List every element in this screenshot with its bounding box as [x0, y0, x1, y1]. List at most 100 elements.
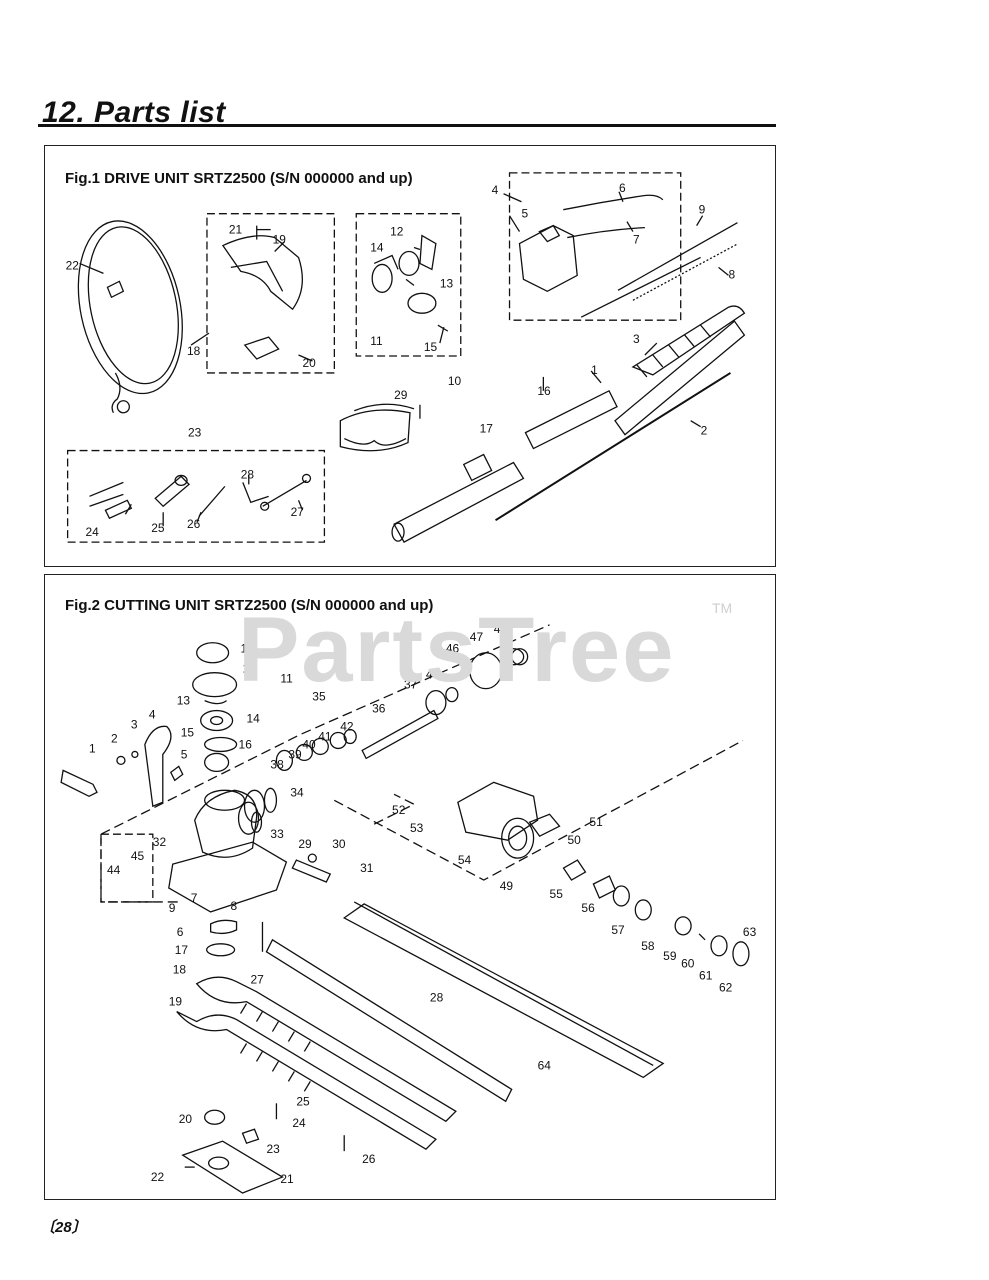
fig1-callout: 5: [521, 207, 528, 221]
fig2-callout: 10: [241, 642, 255, 656]
fig2-callout: 39: [288, 747, 302, 761]
fig2-callout: 20: [179, 1112, 193, 1126]
fig1-drawing: 1 2 3 4 5 6 7 8 9 10 11 12 13 14 15 16 1…: [66, 172, 746, 543]
fig2-callout: 56: [581, 901, 595, 915]
fig1-callout: 18: [187, 344, 201, 358]
title-rule: [38, 124, 776, 127]
right-gear-housing-drawing: [457, 781, 750, 967]
fig2-callout: 57: [611, 923, 625, 937]
fig1-callout: 2: [701, 424, 708, 438]
fig2-callout: 47: [470, 630, 484, 644]
fig1-callout: 20: [303, 356, 317, 370]
fig2-callout: 53: [410, 821, 424, 835]
fig1-caption: Fig.1 DRIVE UNIT SRTZ2500 (S/N 000000 an…: [65, 170, 413, 187]
bevel-gear-shaft-drawing: [243, 648, 529, 823]
fig2-callout: 7: [191, 891, 198, 905]
fig2-callout: 41: [318, 729, 332, 743]
fig2-callout: 55: [550, 887, 564, 901]
fig2-callout: 34: [290, 785, 304, 799]
fig2-callout: 43: [426, 668, 440, 682]
fig2-callout: 6: [177, 925, 184, 939]
fig2-callout: 19: [169, 995, 183, 1009]
fig1-callout: 8: [728, 267, 735, 281]
fig2-callout: 58: [641, 939, 655, 953]
fig2-callout: 29: [298, 837, 312, 851]
fig1-callout: 7: [633, 233, 640, 247]
fig1-callout: 11: [370, 334, 383, 348]
fig2-callout: 42: [340, 720, 354, 734]
fig1-callout: 16: [537, 384, 551, 398]
fig2-callout: 13: [177, 694, 191, 708]
fig2-callout: 16: [239, 737, 253, 751]
fig2-callout: 24: [292, 1116, 306, 1130]
fig2-callout: 51: [589, 815, 603, 829]
fig2-callout: 36: [372, 702, 386, 716]
fig2-callout: 64: [538, 1058, 552, 1072]
lever-drawing: [60, 725, 184, 808]
fig2-callout: 38: [270, 757, 284, 771]
fig1-callout: 1: [591, 363, 598, 377]
fig2-callout: 11: [280, 672, 293, 686]
fig1-callout: 22: [66, 258, 80, 272]
fig1-callout: 27: [291, 505, 305, 519]
fig1-callout: 12: [390, 225, 404, 239]
fig1-callout: 29: [394, 388, 408, 402]
fig2-callout: 32: [153, 835, 167, 849]
fig1-drive-unit-panel: Fig.1 DRIVE UNIT SRTZ2500 (S/N 000000 an…: [44, 145, 776, 567]
hedge-blade-drawing: [176, 901, 665, 1150]
fig1-callout: 28: [241, 467, 255, 481]
goggles-drawing: [339, 403, 415, 452]
fig1-callout: 15: [424, 340, 438, 354]
fig2-callout: 59: [663, 949, 677, 963]
fig2-callout: 54: [458, 853, 472, 867]
fig2-callout: 37: [404, 678, 418, 692]
throttle-drawing: [518, 194, 701, 318]
fig2-callout: 14: [247, 712, 261, 726]
fig2-callout: 9: [169, 901, 176, 915]
fig1-callout: 21: [229, 223, 243, 237]
gear-case-drawing: [168, 789, 288, 913]
gear-cover-drawing: [192, 642, 238, 773]
fig2-callout: 17: [175, 943, 189, 957]
fig2-cutting-unit-panel: Fig.2 CUTTING UNIT SRTZ2500 (S/N 000000 …: [44, 574, 776, 1200]
fig1-callout: 13: [440, 276, 454, 290]
fig1-callout: 23: [188, 426, 202, 440]
fig1-callout: 25: [151, 521, 165, 535]
drive-shaft-tube-drawing: [391, 305, 746, 543]
fig1-callout: 4: [492, 183, 499, 197]
fig2-callout: 52: [392, 803, 406, 817]
page-title: 12. Parts list: [42, 96, 226, 129]
guide-plate-drawing: [181, 1109, 284, 1194]
fig2-caption: Fig.2 CUTTING UNIT SRTZ2500 (S/N 000000 …: [65, 597, 434, 614]
fig2-callout: 21: [280, 1172, 294, 1186]
fig1-callout-numbers: 1 2 3 4 5 6 7 8 9 10 11 12 13 14 15 16 1…: [66, 181, 736, 539]
fig2-callout: 3: [131, 718, 138, 732]
fig2-callout: 31: [360, 861, 374, 875]
fig2-callout: 8: [231, 899, 238, 913]
fig2-callout: 61: [699, 969, 713, 983]
fig2-callout: 2: [111, 731, 118, 745]
fig2-callout: 35: [312, 690, 326, 704]
fig2-callout: 63: [743, 925, 757, 939]
page-number: 〔28〕: [40, 1219, 87, 1236]
fig2-callout: 18: [173, 963, 187, 977]
watermark-logo: PartsTree: [238, 599, 676, 701]
fig2-callout: 28: [430, 991, 444, 1005]
fig2-callout: 30: [332, 837, 346, 851]
fig2-callout: 25: [296, 1094, 310, 1108]
fig1-callout: 17: [480, 422, 494, 436]
fig2-callout: 48: [494, 622, 508, 636]
handle-guard-drawing: [221, 225, 304, 360]
fig2-drawing: 1 2 3 4 5 6 7 8 9 10 11 12 13 14 15 16 1…: [60, 622, 757, 1194]
fig2-callout: 44: [107, 863, 121, 877]
fig2-callout: 45: [131, 849, 145, 863]
fig2-callout: 33: [270, 827, 284, 841]
fig1-callout: 26: [187, 517, 201, 531]
fig2-callout: 26: [362, 1152, 376, 1166]
fig2-callout: 40: [302, 737, 316, 751]
fig2-callout: 23: [266, 1142, 280, 1156]
fig1-callout: 6: [619, 181, 626, 195]
clamp-drawing: [371, 234, 449, 332]
fig1-callout: 19: [273, 233, 287, 247]
fig1-callout: 10: [448, 374, 462, 388]
